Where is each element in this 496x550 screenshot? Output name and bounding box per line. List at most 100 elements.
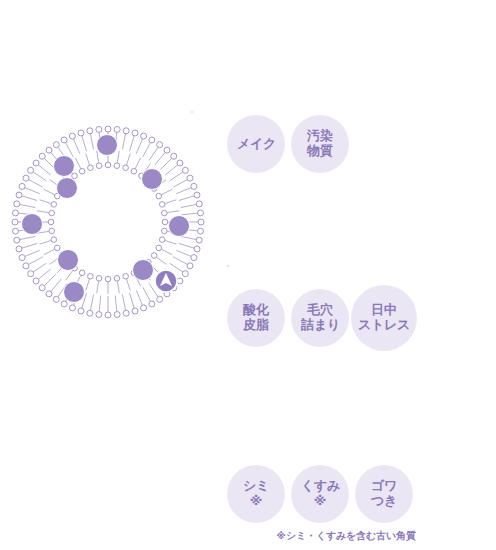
lipid-head: [149, 137, 155, 143]
lipid-tail: [44, 189, 55, 194]
lipid-head: [132, 130, 138, 136]
lipid-head: [69, 305, 75, 311]
lipid-tail: [165, 241, 176, 245]
lipid-tail: [127, 279, 131, 290]
lipid-head: [182, 271, 188, 277]
lipid-head: [105, 312, 111, 318]
lipid-head: [87, 310, 93, 316]
lipid-head: [12, 228, 18, 234]
lipid-head: [105, 276, 111, 282]
badge-text: 毛穴 詰まり: [301, 303, 340, 333]
lipid-head: [48, 219, 54, 225]
lipid-tail: [44, 274, 55, 285]
lipid-tail: [181, 204, 197, 207]
speck: [191, 111, 229, 267]
footnote: ※シミ・くすみを含む古い角質: [276, 530, 415, 543]
lipid-tail: [129, 136, 134, 151]
badge-text: 日中 ストレス: [358, 303, 410, 333]
lipid-tail: [108, 296, 109, 312]
lipid-head: [19, 255, 25, 261]
lipid-head: [159, 202, 165, 208]
lipid-head: [187, 263, 193, 269]
lipid-head: [96, 163, 102, 169]
lipid-head: [79, 270, 85, 276]
lipid-tail: [135, 158, 140, 169]
lipid-head: [177, 160, 183, 166]
lipid-head: [164, 147, 170, 153]
badge-circle: メイク: [227, 115, 285, 173]
lipid-tail: [161, 249, 172, 254]
lipid-tail: [97, 151, 99, 163]
lipid-tail: [29, 180, 43, 188]
lipid-tail: [115, 296, 117, 312]
lipid-tail: [22, 196, 37, 201]
lipid-tail: [127, 154, 131, 165]
lipid-tail: [38, 269, 50, 279]
dirt-particle: [133, 260, 154, 281]
badge-circle: シミ※: [227, 465, 285, 523]
lipid-head: [141, 305, 147, 311]
lipid-head: [105, 126, 111, 132]
lipid-tail: [22, 243, 37, 248]
lipid-head: [96, 126, 102, 132]
lipid-tail: [157, 257, 167, 264]
badge-circle: くすみ※: [291, 465, 349, 523]
lipid-head: [157, 142, 163, 148]
dirt-particle: [57, 178, 78, 199]
badge-text: シミ※: [243, 479, 269, 509]
lipid-head: [196, 201, 202, 207]
lipid-head: [16, 192, 22, 198]
lipid-tail: [86, 279, 90, 290]
lipid-head: [78, 308, 84, 314]
lipid-tail: [179, 196, 194, 201]
lipid-head: [19, 183, 25, 189]
lipid-head: [131, 168, 137, 174]
lipid-head: [114, 275, 120, 281]
lipid-head: [51, 202, 57, 208]
lipid-tail: [160, 158, 171, 169]
lipid-tail: [176, 250, 191, 256]
badge-text: メイク: [237, 137, 276, 152]
lipid-head: [12, 219, 18, 225]
lipid-head: [196, 237, 202, 243]
lipid-tail: [38, 165, 50, 175]
lipid-head: [78, 130, 84, 136]
lipid-head: [46, 291, 52, 297]
lipid-head: [151, 253, 157, 259]
lipid-tail: [40, 200, 51, 204]
lipid-tail: [20, 236, 36, 239]
lipid-head: [161, 210, 167, 216]
lipid-head: [191, 255, 197, 261]
lipid-tail: [99, 296, 101, 312]
lipid-head: [39, 285, 45, 291]
lipid-tail: [179, 243, 194, 248]
lipid-head: [28, 167, 34, 173]
badge-circle: 汚染 物質: [291, 115, 349, 173]
lipid-tail: [181, 236, 197, 239]
lipid-tail: [66, 271, 73, 281]
lipid-head: [198, 219, 204, 225]
lipid-tail: [33, 172, 46, 181]
lipid-head: [114, 126, 120, 132]
lipid-tail: [117, 281, 119, 293]
lipid-tail: [82, 136, 87, 151]
lipid-tail: [40, 241, 51, 245]
lipid-head: [28, 271, 34, 277]
lipid-tail: [25, 188, 40, 194]
lipid-head: [46, 147, 52, 153]
lipid-tail: [122, 295, 125, 311]
lipid-head: [194, 192, 200, 198]
lipid-tail: [117, 151, 119, 163]
badge-circle: ゴワ つき: [355, 465, 413, 523]
lipid-tail: [37, 211, 49, 213]
lipid-tail: [136, 139, 142, 154]
lipid-head: [12, 210, 18, 216]
lipid-head: [33, 160, 39, 166]
lipid-head: [72, 173, 78, 179]
lipid-tail: [173, 257, 187, 265]
lipid-tail: [173, 180, 187, 188]
lipid-tail: [66, 143, 74, 157]
lipid-head: [54, 245, 60, 251]
badge-circle: 毛穴 詰まり: [291, 289, 349, 347]
lipid-head: [105, 162, 111, 168]
